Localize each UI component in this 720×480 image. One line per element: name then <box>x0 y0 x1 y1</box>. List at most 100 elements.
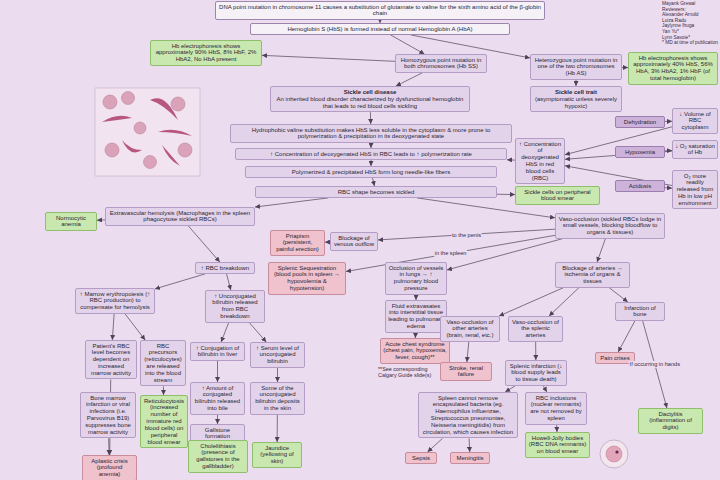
mechanism-box: Heterozygous point mutation in one of th… <box>530 54 622 80</box>
flow-arrow <box>163 386 164 395</box>
flow-arrow <box>467 342 469 362</box>
footnote: **See corresponding Calgary Guide slide(… <box>378 366 433 378</box>
flow-arrow <box>597 239 605 262</box>
flow-arrow <box>497 194 515 195</box>
flow-arrow <box>396 73 422 86</box>
node-text: An inherited blood disorder characterize… <box>273 96 467 110</box>
node-text: Spleen cannot remove encapsulated bacter… <box>421 395 515 436</box>
finding-box: Sickle cells on peripheral blood smear <box>515 186 600 205</box>
node-text: Polymerized & precipitated HbS form long… <box>248 169 494 176</box>
mechanism-box: O₂ more readily released from Hb in low … <box>672 170 718 209</box>
node-text: Splenic infarction (↓ blood supply leads… <box>508 363 564 384</box>
red-cell <box>122 92 135 105</box>
edge-label: If occurring in hands <box>629 361 681 367</box>
credit-text: * MD at time of publication <box>662 40 720 46</box>
flow-arrow <box>97 219 105 220</box>
node-text: Hb electrophoresis shows approximately 4… <box>631 55 715 83</box>
complication-box: Acute chest syndrome (chest pain, hypoxe… <box>380 338 450 364</box>
flow-arrow <box>507 159 515 160</box>
node-text: ↑ Amount of conjugated bilirubin release… <box>193 385 242 413</box>
mechanism-box: DNA point mutation in chromosome 11 caus… <box>215 1 545 20</box>
mechanism-box: ↑ RBC breakdown <box>195 262 255 274</box>
flow-arrow <box>255 198 328 207</box>
credit-text: Reviewers: <box>662 7 720 13</box>
node-text: Patient's RBC level becomes dependent on… <box>88 343 134 377</box>
flow-arrow <box>370 112 371 124</box>
node-text: RBC inclusions (nuclear remnants) are no… <box>528 395 584 423</box>
mechanism-box: Some of the unconjugated bilirubin depos… <box>250 382 305 415</box>
node-text: ↑ Marrow erythropoiesis (↑ RBC productio… <box>78 291 152 312</box>
edge-label: to the penis <box>451 231 482 237</box>
node-text: Dactylitis (inflammation of digits) <box>641 411 700 432</box>
flow-arrow <box>217 361 218 382</box>
finding-box: Dactylitis (inflammation of digits) <box>638 408 703 434</box>
credit-text: Yan Yu* <box>662 29 720 35</box>
mechanism-box: ↑ Conjugation of bilirubin in liver <box>190 342 245 361</box>
sickled-cell <box>162 145 180 166</box>
complication-box: Aplastic crisis (profound anemia) <box>82 455 137 480</box>
node-text: Gallstone formation <box>193 427 242 441</box>
node-text: Meningitis <box>453 455 487 462</box>
node-text: Infarction of bone <box>618 305 662 319</box>
flow-arrow <box>125 314 145 340</box>
credit-text: Mayank Grewal <box>662 1 720 7</box>
flow-arrow <box>155 274 205 289</box>
red-cell <box>144 156 157 169</box>
node-text: (asymptomatic unless severely hypoxic) <box>533 96 619 110</box>
node-text: Normocytic anemia <box>48 215 94 229</box>
node-text: ↓ O₂ saturation of Hb <box>675 143 715 157</box>
mechanism-box: Blockage of arteries → ischemia of organ… <box>555 262 630 288</box>
red-cell <box>134 122 146 134</box>
node-text: DNA point mutation in chromosome 11 caus… <box>218 4 542 18</box>
red-cell <box>606 446 622 462</box>
node-text: Homozygous point mutation in both chromo… <box>398 57 484 71</box>
flow-arrow <box>112 314 114 340</box>
mechanism-box: Hydrophobic valine substitution makes Hb… <box>230 124 512 143</box>
mechanism-box: Sickle cell diseaseAn inherited blood di… <box>270 86 470 112</box>
node-text: Aplastic crisis (profound anemia) <box>85 458 134 479</box>
credit-text: Luiza Radu <box>662 18 720 24</box>
node-text: ↑ RBC breakdown <box>198 265 252 272</box>
red-cell <box>171 97 185 111</box>
finding-box: Hb electrophoresis shows approximately 9… <box>150 40 262 66</box>
node-text: Vaso-occlusion of the splenic arteries <box>511 319 560 340</box>
finding-box: Jaundice (yellowing of skin) <box>252 442 302 468</box>
node-text: Vaso-occlusion (sickled RBCs lodge in sm… <box>558 216 662 237</box>
flow-arrow <box>665 187 672 188</box>
sickled-cell <box>158 130 192 136</box>
flow-arrow <box>221 323 229 342</box>
node-text: RBC precursors (reticulocytes) are relea… <box>143 343 183 384</box>
node-text: Jaundice (yellowing of skin) <box>255 445 299 466</box>
howell-jolly-illustration <box>600 440 628 468</box>
red-cell <box>105 143 119 157</box>
node-text: Pain crises <box>598 355 632 362</box>
smear-circle <box>600 440 628 468</box>
complication-box: Stroke, renal failure <box>440 362 492 381</box>
mechanism-box: Blockage of venous outflow <box>330 232 378 251</box>
node-text: Hemoglobin S (HbS) is formed instead of … <box>253 26 507 33</box>
micrograph-frame <box>95 88 200 176</box>
mechanism-box: ↑ Marrow erythropoiesis (↑ RBC productio… <box>75 288 155 314</box>
red-cell <box>178 143 192 157</box>
finding-box: Normocytic anemia <box>45 212 97 231</box>
mechanism-box: Bone marrow infarction or viral infectio… <box>80 392 136 438</box>
finding-box: Howell-Jolly bodies (RBC DNA remnants) o… <box>525 432 590 458</box>
mechanism-box: Vaso-occlusion of the splenic arteries <box>508 316 563 342</box>
credit-text: Lynn Savoie* <box>662 35 720 41</box>
mechanism-box: Infarction of bone <box>615 302 665 321</box>
mechanism-box: RBC inclusions (nuclear remnants) are no… <box>525 392 587 425</box>
cause-box: Acidosis <box>615 180 665 192</box>
complication-box: Splenic Sequestration (blood pools in sp… <box>268 262 346 295</box>
finding-box: Reticulocytosis (increased number of imm… <box>140 395 188 448</box>
node-text: Hb electrophoresis shows approximately 9… <box>153 43 259 64</box>
node-text: ↑ Conjugation of bilirubin in liver <box>193 345 242 359</box>
sickle-cell-micrograph <box>95 88 200 176</box>
node-text: RBC shape becomes sickled <box>258 189 494 196</box>
node-text: Blockage of arteries → ischemia of organ… <box>558 265 627 286</box>
mechanism-box: Vaso-occlusion (sickled RBCs lodge in sm… <box>555 213 665 239</box>
node-heading: Sickle cell disease <box>273 89 467 96</box>
complication-box: Sepsis <box>405 452 437 464</box>
node-text: Sepsis <box>408 455 434 462</box>
flow-arrow <box>372 178 374 186</box>
